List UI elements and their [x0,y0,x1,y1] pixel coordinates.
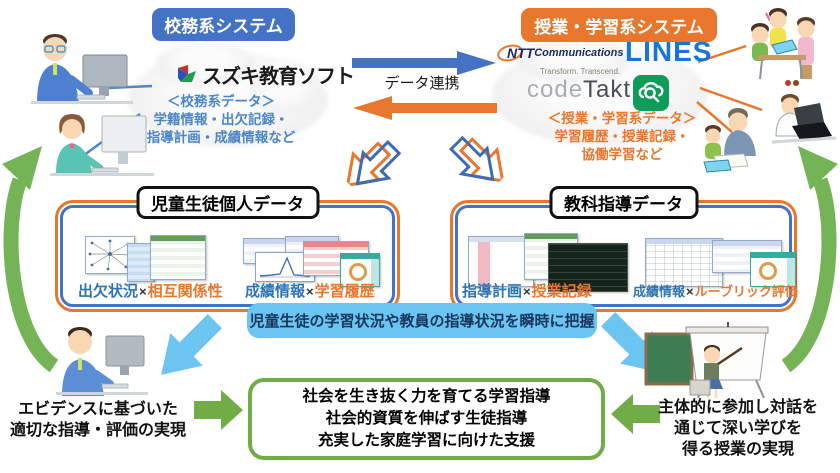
clipart-teacher-desk-computer [56,327,148,396]
deep-learning-caption-line3: 得る授業の実現 [681,441,794,458]
school-data-line1: 学籍情報・出欠記録・ [153,112,289,127]
learning-system-badge: 授業・学習系システム [521,8,717,42]
learning-data-line1: 学習履歴・授業記録・ [554,129,690,144]
outcome-line1: 社会を生き抜く力を育てる学習指導 [302,388,551,405]
clipart-staff-male-computer [31,34,133,104]
outcome-line3: 充実した家庭学習に向けた支援 [317,432,535,449]
flow-arrow-down-right [448,135,505,183]
clipart-kids-group-tablets [751,8,815,86]
school-system-cloud-bump [155,42,255,87]
deep-learning-caption: 主体的に参加し対話を 通じて深い学びを 得る授業の実現 [642,397,834,460]
pair-label-plan-record: 指導計画×授業記録 [462,283,592,300]
outcome-line2: 社会的資質を伸ばす生徒指導 [325,410,528,427]
school-data-line2: 指導計画・成績情報など [146,130,296,145]
ntt-logo-rest: Communications [534,47,624,59]
school-data-tag: ＜校務系データ＞ [167,94,275,109]
school-system-cloud-bump2 [250,60,320,115]
status-banner: 児童生徒の学習状況や教員の指導状況を瞬時に把握 [247,303,597,338]
learning-data-line2: 協働学習など [581,147,663,162]
codetakt-code: code [527,76,584,103]
shot-dashboard-donut-2 [750,252,796,287]
clipart-parent-child-tablet [703,108,756,173]
learning-data-tag: ＜授業・学習系データ＞ [547,111,697,126]
cycle-arrow-left [2,146,59,373]
donut-chart-icon [759,262,777,280]
clipart-staff-female-computer [50,114,154,176]
deep-learning-caption-line1: 主体的に参加し対話を [657,399,818,416]
pair-label-attendance-relationship: 出欠状況×相互関係性 [78,283,223,300]
donut-chart-icon [349,263,367,281]
status-banner-text: 児童生徒の学習状況や教員の指導状況を瞬時に把握 [249,313,595,330]
suzuki-logo-text: スズキ教育ソフト [202,66,355,88]
codetakt-logo: codeTakt [527,76,631,104]
lines-logo: LINES [625,36,713,67]
data-link-arrow-left [353,96,497,120]
ntt-tagline: Transform. Transcend. [540,67,621,76]
evidence-caption: エビデンスに基づいた 適切な指導・評価の実現 [7,399,189,441]
data-link-label: データ連携 [384,75,460,92]
evidence-caption-line2: 適切な指導・評価の実現 [9,422,186,439]
pair-label-grades-history: 成績情報×学習履歴 [245,283,375,300]
learning-data-text: ＜授業・学習系データ＞ 学習履歴・授業記録・ 協働学習など [532,110,712,164]
pair-label-grades-rubric: 成績情報×ルーブリック評価 [633,284,798,299]
ntt-logo-bold: NTT [507,45,535,61]
clipart-student-laptop [771,94,837,144]
shot-lesson-board-video [548,243,628,292]
shot-dashboard-donut-1 [340,253,380,287]
cycle-arrow-right [781,146,838,373]
shot-network-graph [85,236,135,274]
shot-attendance-sheet [150,235,206,280]
cloud-search-app-icon [633,75,669,111]
school-system-badge-label: 校務系システム [164,17,283,36]
flow-arrow-down-left [345,139,402,188]
learning-system-cloud-bump [520,38,630,83]
school-data-text: ＜校務系データ＞ 学籍情報・出欠記録・ 指導計画・成績情報など [126,93,316,147]
clipart-teacher-presenting [644,322,769,399]
school-system-badge: 校務系システム [152,8,295,41]
suzuki-logo: スズキ教育ソフト [176,60,355,89]
ntt-communications-logo: NTT Communications [495,42,624,64]
banner-arrow-down-left [161,314,222,375]
shot-plan-sheet-pink-column [468,236,534,287]
subject-data-panel-title: 教科指導データ [549,186,698,219]
suzuki-cube-icon [178,64,196,82]
evidence-caption-line1: エビデンスに基づいた [18,401,178,418]
outcome-arrow-left [611,394,660,434]
codetakt-takt: Takt [583,76,632,103]
connector-lines-right [696,44,763,133]
student-data-panel-title: 児童生徒個人データ [136,186,319,219]
outcome-arrow-right [194,390,243,430]
outcome-box: 社会を生き抜く力を育てる学習指導 社会的資質を伸ばす生徒指導 充実した家庭学習に… [248,378,605,460]
deep-learning-caption-line2: 通じて深い学びを [673,420,802,437]
learning-system-badge-label: 授業・学習系システム [534,17,704,37]
data-link-arrow-right [352,51,496,75]
